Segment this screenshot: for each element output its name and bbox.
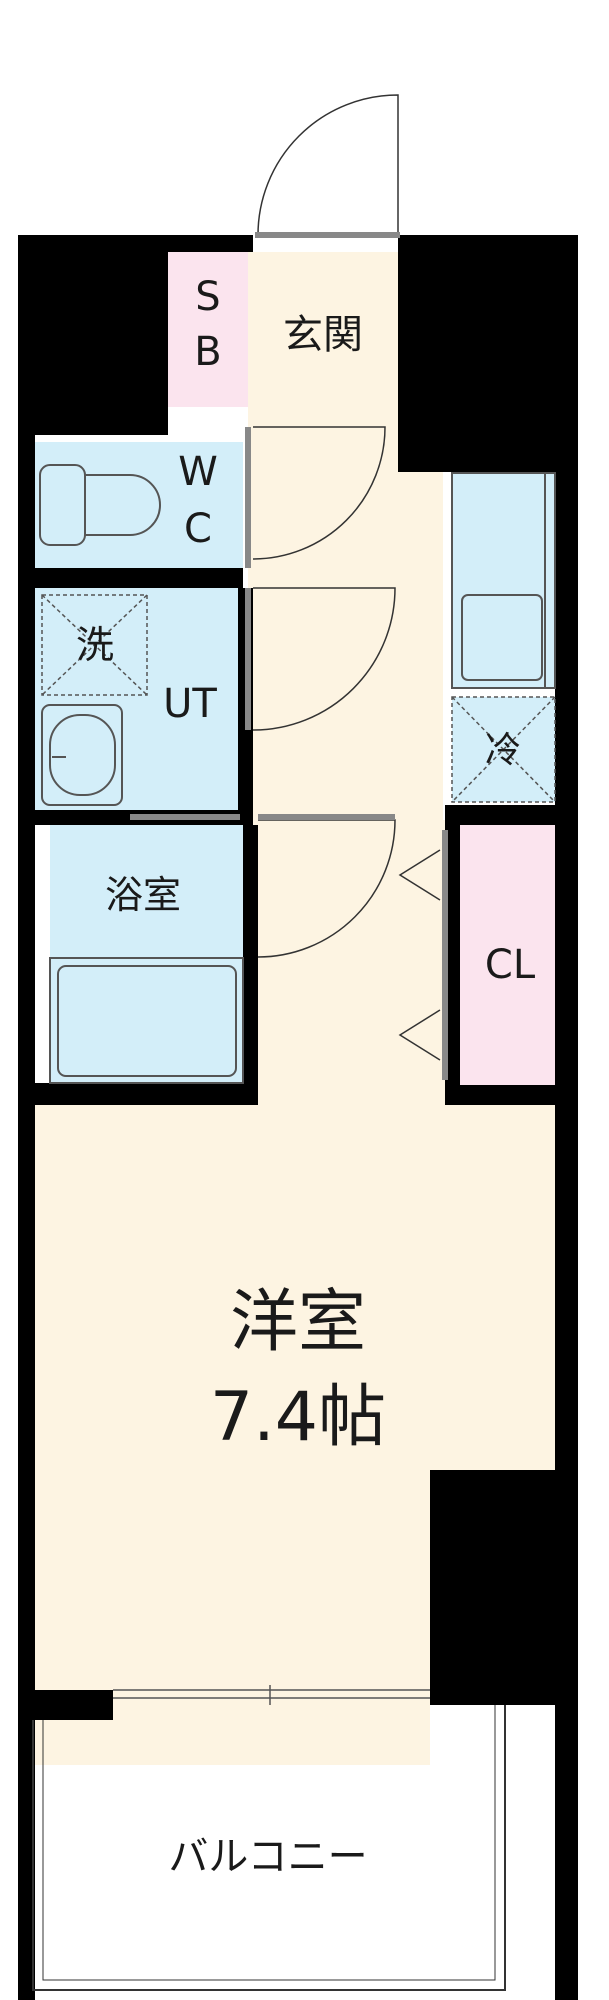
fridge-space-outline bbox=[451, 696, 556, 803]
bath-label: 浴室 bbox=[105, 873, 181, 917]
balcony bbox=[32, 1705, 506, 1991]
balcony-label: バルコニー bbox=[168, 1834, 367, 1880]
doors bbox=[130, 94, 448, 1080]
sb-label-b: B bbox=[194, 329, 221, 375]
washer-space bbox=[41, 594, 148, 696]
room-bath bbox=[50, 823, 243, 1083]
room-ut bbox=[35, 588, 238, 810]
floor-corridor-lower bbox=[250, 820, 445, 1105]
floor-main-room-lower bbox=[35, 1570, 430, 1765]
toilet-fixture bbox=[39, 464, 161, 546]
wash-basin bbox=[41, 704, 123, 806]
floor-corridor bbox=[248, 415, 443, 820]
sink-cooktop bbox=[451, 472, 556, 689]
wc-label-c: C bbox=[184, 506, 212, 552]
ut-label: UT bbox=[163, 681, 217, 727]
main-room-label: 洋室 bbox=[230, 1283, 366, 1362]
wc-label-w: W bbox=[178, 449, 218, 495]
washer-label: 洗 bbox=[76, 623, 114, 667]
fridge-label: 冷 bbox=[485, 730, 521, 771]
bathtub bbox=[49, 957, 244, 1084]
closet bbox=[460, 825, 560, 1085]
balcony-window bbox=[113, 1685, 430, 1705]
sb-label-s: S bbox=[195, 274, 220, 320]
closet-label: CL bbox=[485, 942, 536, 988]
storage-sb bbox=[168, 252, 248, 407]
kitchen-counter bbox=[452, 473, 555, 688]
genkan-label: 玄関 bbox=[283, 312, 363, 358]
floor-genkan bbox=[248, 252, 398, 427]
room-wc bbox=[35, 442, 243, 568]
main-room-size: 7.4帖 bbox=[210, 1378, 386, 1457]
